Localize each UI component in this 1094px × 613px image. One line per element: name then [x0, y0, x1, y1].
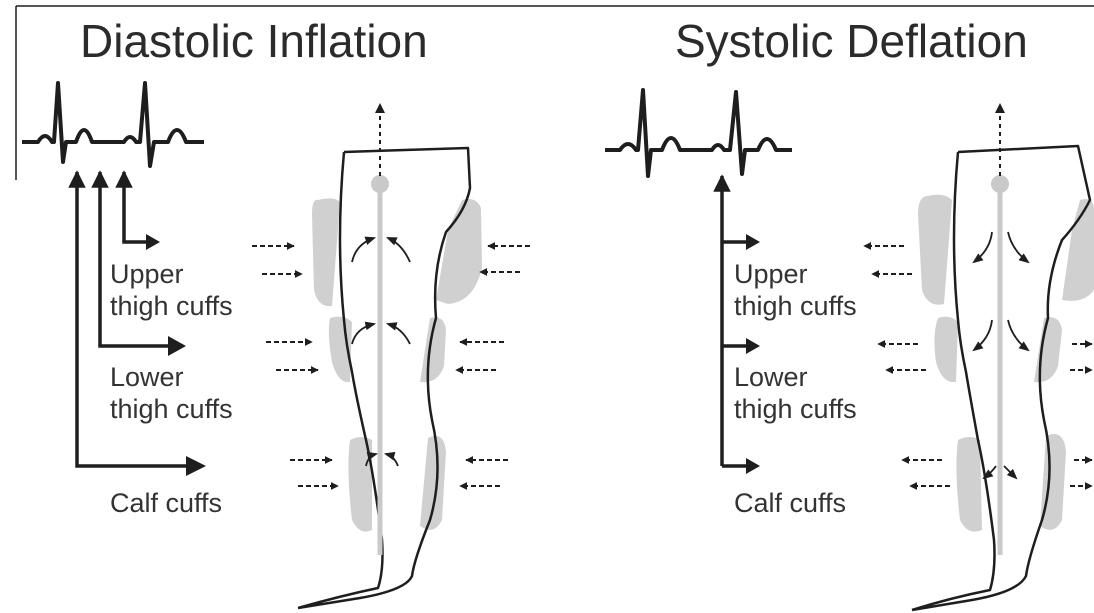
- label-upper-thigh-line1: Upper: [734, 259, 808, 289]
- leg-axis-origin: [991, 175, 1009, 193]
- calf-cuff-left: [956, 437, 982, 532]
- panel-title: Diastolic Inflation: [80, 15, 428, 67]
- label-lower-thigh-line2: thigh cuffs: [110, 394, 233, 424]
- leg-figure: [252, 104, 530, 608]
- label-upper-thigh-line2: thigh cuffs: [110, 291, 233, 321]
- lower-thigh-cuff-right: [1034, 317, 1062, 382]
- ecg-trace: [605, 90, 792, 176]
- upper-thigh-cuff-left: [312, 198, 340, 306]
- upper-thigh-cuff-left: [918, 195, 952, 305]
- timing-arrow-upper-thigh: [124, 172, 150, 242]
- ecg-trace: [22, 83, 204, 166]
- upper-thigh-cuff-right: [1062, 199, 1094, 301]
- label-calf-cuffs: Calf cuffs: [734, 488, 846, 518]
- label-upper-thigh-line2: thigh cuffs: [734, 291, 857, 321]
- calf-cuff-right: [420, 436, 446, 530]
- leg-figure: [864, 104, 1094, 610]
- label-calf-cuffs: Calf cuffs: [110, 488, 222, 518]
- label-upper-thigh-line1: Upper: [110, 259, 184, 289]
- panel-systolic-deflation: Systolic Deflation Upper thigh cuffs Low…: [605, 15, 1094, 610]
- leg-axis-origin: [371, 175, 389, 193]
- compression-arrows: [252, 246, 530, 486]
- panel-diastolic-inflation: Diastolic Inflation Upper thigh cuffs Lo…: [22, 15, 530, 608]
- label-lower-thigh-line1: Lower: [734, 362, 808, 392]
- panel-title: Systolic Deflation: [675, 15, 1028, 67]
- label-lower-thigh-line2: thigh cuffs: [734, 394, 857, 424]
- label-lower-thigh-line1: Lower: [110, 362, 184, 392]
- lower-thigh-cuff-left: [934, 317, 958, 383]
